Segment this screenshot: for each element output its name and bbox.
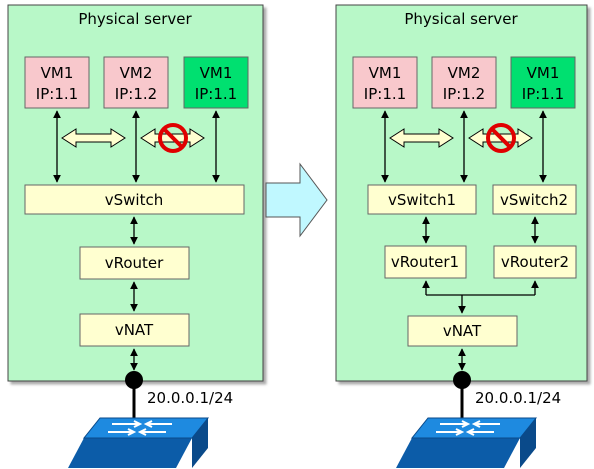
left-vm-3: VM1 IP:1.1: [183, 56, 249, 109]
right-vm-2-box: [431, 56, 497, 109]
left-no-entry-icon: [158, 123, 188, 153]
left-vm-1: VM1 IP:1.1: [24, 56, 90, 109]
left-vm-1-ip: IP:1.1: [36, 85, 78, 103]
left-vm-2-ip: IP:1.2: [115, 85, 157, 103]
right-address-label: 20.0.0.1/24: [475, 389, 561, 407]
left-vnat-box: [79, 313, 190, 347]
right-vrouter1-label: vRouter1: [391, 253, 459, 271]
right-vrouter2-box: [493, 245, 577, 279]
left-network-switch-icon: [68, 417, 210, 468]
transition-arrow-icon: [265, 162, 328, 238]
right-server-title: Physical server: [404, 10, 518, 28]
right-vm-3-ip: IP:1.1: [522, 85, 564, 103]
right-vswitch1-label: vSwitch1: [388, 191, 456, 209]
left-vrouter-label: vRouter: [105, 254, 164, 272]
left-port-dot: [125, 371, 143, 389]
right-vm-2-ip: IP:1.2: [443, 85, 485, 103]
right-vm-1-name: VM1: [369, 64, 402, 82]
right-vm-1-box: [352, 56, 418, 109]
left-vm-3-ip: IP:1.1: [195, 85, 237, 103]
right-allowed-arrow-icon: [389, 128, 454, 148]
left-vm-1-box: [24, 56, 90, 109]
left-server-title: Physical server: [78, 10, 192, 28]
right-vswitch1-box: [367, 184, 477, 215]
left-vm-2-name: VM2: [120, 64, 153, 82]
right-vm-3-box: [510, 56, 576, 109]
right-vm-1-ip: IP:1.1: [364, 85, 406, 103]
left-vm-2: VM2 IP:1.2: [103, 56, 169, 109]
right-vrouter2-label: vRouter2: [501, 253, 569, 271]
left-vm-3-box: [183, 56, 249, 109]
right-vm-3-name: VM1: [527, 64, 560, 82]
right-vm-2: VM2 IP:1.2: [431, 56, 497, 109]
right-no-entry-icon: [486, 123, 516, 153]
left-server: Physical server VM1 IP:1.1 VM2 IP:1.2 VM…: [7, 4, 264, 382]
right-vnat-box: [407, 315, 518, 347]
left-vm-3-name: VM1: [200, 64, 233, 82]
right-network-switch-icon: [396, 417, 538, 468]
left-vm-2-box: [103, 56, 169, 109]
left-vswitch-box: [24, 184, 245, 215]
right-server: Physical server VM1 IP:1.1 VM2 IP:1.2 VM…: [335, 4, 588, 382]
right-vm-1: VM1 IP:1.1: [352, 56, 418, 109]
left-vswitch-label: vSwitch: [105, 191, 163, 209]
right-port-dot: [453, 371, 471, 389]
left-vrouter-box: [79, 246, 190, 280]
right-vrouter1-box: [384, 245, 467, 279]
left-vnat-label: vNAT: [115, 321, 154, 339]
right-vnat-label: vNAT: [443, 322, 482, 340]
right-vswitch2-box: [492, 184, 577, 215]
right-vm-3: VM1 IP:1.1: [510, 56, 576, 109]
left-vm-1-name: VM1: [41, 64, 74, 82]
right-vswitch2-label: vSwitch2: [500, 191, 568, 209]
left-allowed-arrow-icon: [61, 128, 126, 148]
left-address-label: 20.0.0.1/24: [147, 389, 233, 407]
right-vm-2-name: VM2: [448, 64, 481, 82]
